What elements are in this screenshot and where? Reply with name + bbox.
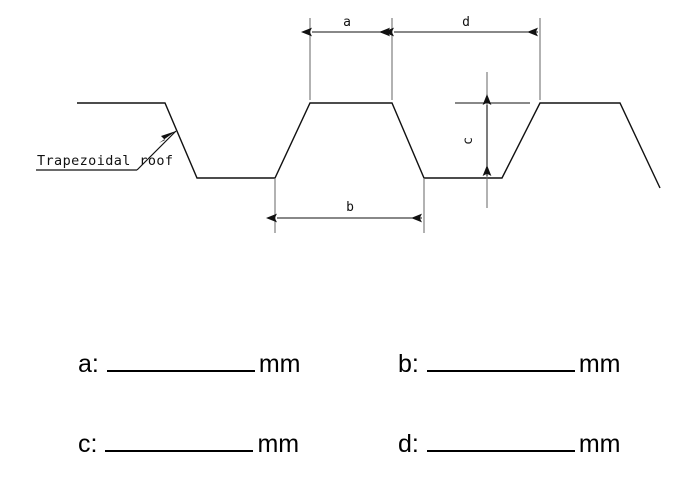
- field-unit-d: mm: [578, 430, 621, 458]
- roof-leader-arrowhead: [159, 131, 176, 143]
- trapezoidal-roof-drawing: Trapezoidal roof a d b c: [36, 15, 661, 233]
- field-label-b: b:: [398, 350, 419, 378]
- dimension-d: d: [383, 15, 541, 100]
- field-input-d[interactable]: [426, 428, 575, 452]
- field-row-c: c: mm: [78, 428, 299, 457]
- roof-label-text: Trapezoidal roof: [37, 153, 173, 169]
- field-input-c[interactable]: [105, 428, 254, 452]
- field-unit-c: mm: [257, 430, 300, 458]
- field-label-d: d:: [398, 430, 419, 458]
- dimension-d-label: d: [462, 15, 470, 30]
- field-row-a: a: mm: [78, 348, 301, 377]
- field-label-a: a:: [78, 350, 99, 378]
- roof-callout: Trapezoidal roof: [36, 130, 177, 171]
- field-row-d: d: mm: [398, 428, 621, 457]
- dimension-a: a: [301, 15, 393, 100]
- dimension-c-label: c: [461, 137, 476, 145]
- field-unit-a: mm: [258, 350, 301, 378]
- dimension-a-label: a: [343, 15, 351, 30]
- dimension-c: c: [440, 72, 530, 208]
- field-label-c: c:: [78, 430, 98, 458]
- roof-profile-line: [77, 102, 661, 189]
- field-row-b: b: mm: [398, 348, 621, 377]
- field-input-a[interactable]: [106, 348, 255, 372]
- field-unit-b: mm: [578, 350, 621, 378]
- dimension-b: b: [266, 178, 425, 233]
- field-input-b[interactable]: [426, 348, 575, 372]
- roof-profile: [77, 102, 661, 189]
- dimension-b-label: b: [346, 200, 354, 215]
- roof-leader-line: [136, 130, 177, 171]
- dimension-input-form: a: mm b: mm c: mm d: mm: [0, 330, 700, 500]
